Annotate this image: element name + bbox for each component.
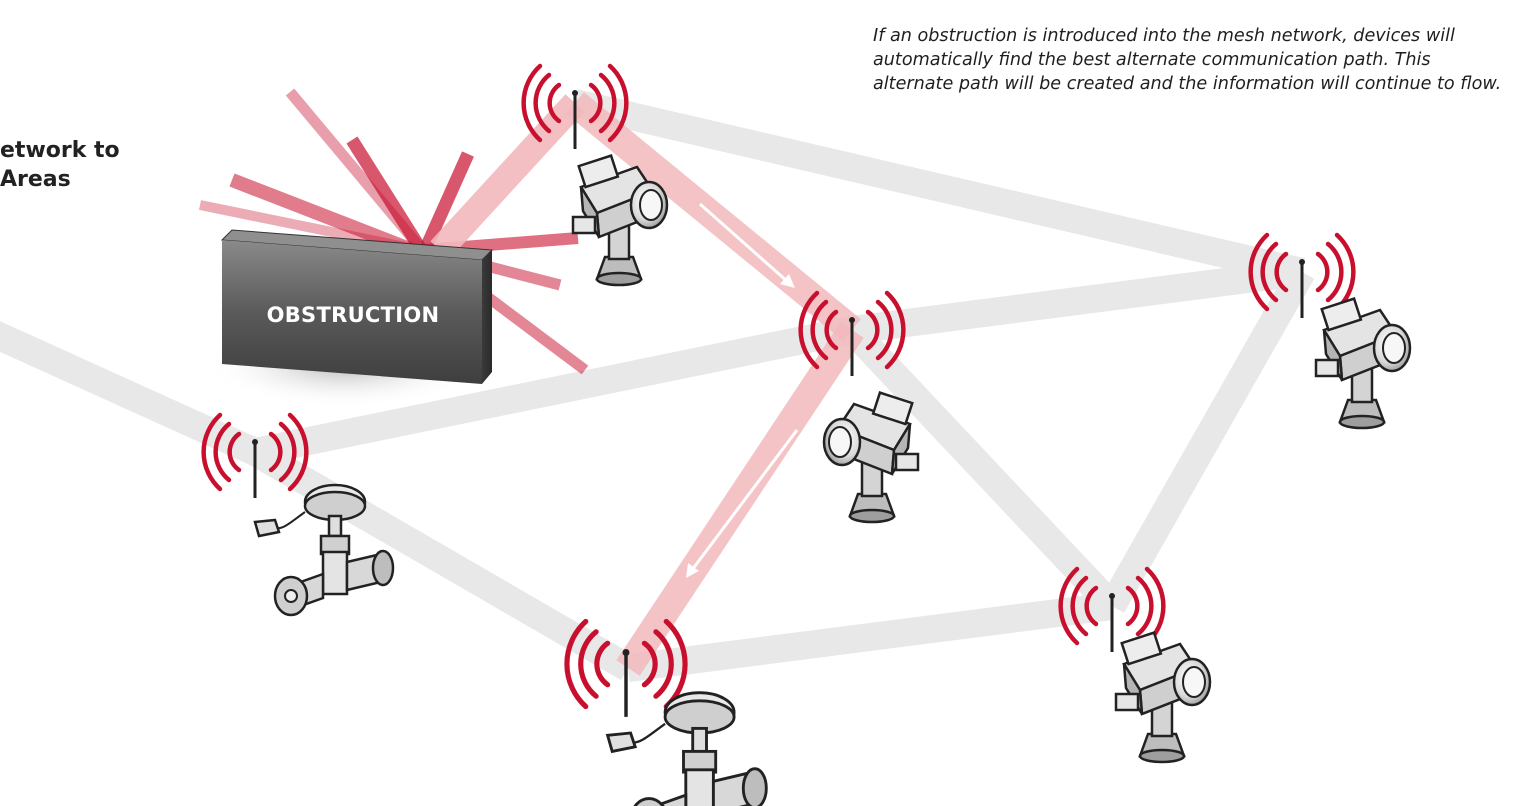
security-camera-icon bbox=[822, 391, 920, 524]
mesh-link bbox=[252, 316, 855, 466]
heading-line-2: Areas bbox=[0, 167, 71, 192]
security-camera-icon bbox=[1114, 631, 1212, 764]
mesh-link bbox=[850, 258, 1304, 344]
flow-arrow bbox=[690, 429, 799, 571]
heading-line-1: etwork to bbox=[0, 138, 120, 163]
flow-arrow bbox=[699, 202, 789, 284]
alternate-path bbox=[566, 92, 864, 676]
mesh-link bbox=[571, 89, 1306, 286]
security-camera-icon bbox=[1314, 297, 1412, 430]
flow-arrow-head bbox=[686, 563, 699, 578]
obstruction-label: OBSTRUCTION bbox=[267, 303, 440, 327]
mesh-link bbox=[841, 320, 1123, 616]
pipe-valve-icon bbox=[606, 691, 768, 806]
flow-arrow-head bbox=[780, 274, 795, 288]
active-link bbox=[616, 322, 864, 676]
mesh-link bbox=[0, 321, 261, 465]
wall-side bbox=[482, 250, 492, 384]
obstruction: OBSTRUCTION bbox=[198, 88, 589, 408]
wall-front bbox=[222, 240, 482, 384]
mesh-link bbox=[1099, 265, 1315, 613]
diagram-heading: etwork to Areas bbox=[0, 136, 120, 194]
caption-text: If an obstruction is introduced into the… bbox=[873, 26, 1502, 94]
mesh-link bbox=[626, 592, 1114, 682]
